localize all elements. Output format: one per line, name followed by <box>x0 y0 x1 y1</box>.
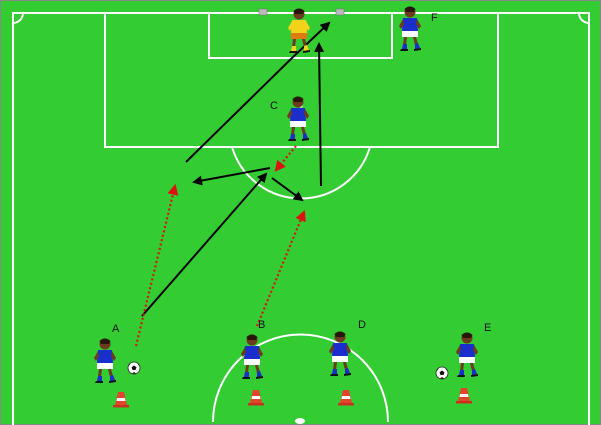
player-label-b: B <box>258 319 265 331</box>
shot-arrow-left <box>185 56 294 163</box>
pass-arrows <box>141 21 331 317</box>
pass-arrow-a-to-c <box>141 172 268 317</box>
pass-arrow-c-left <box>192 167 271 186</box>
player-label-e: E <box>484 322 491 334</box>
pass-arrow-c-right <box>271 177 304 202</box>
run-arrow-a <box>134 183 179 347</box>
run-arrows <box>134 145 306 347</box>
corner-arc-right <box>578 12 590 24</box>
ball-icon <box>435 366 449 380</box>
goal-post-right <box>335 8 345 16</box>
corner-arc-left <box>12 12 24 24</box>
player-label-a: A <box>112 323 120 335</box>
goal-post-left <box>258 8 268 16</box>
player-label-c: C <box>270 100 278 112</box>
player-label-d: D <box>358 319 366 331</box>
goalkeeper-icon <box>288 8 310 53</box>
center-circle-arc <box>212 333 389 423</box>
center-spot <box>295 418 305 424</box>
shot-arrow-to-goal-left <box>292 21 331 58</box>
player-label-f: F <box>431 12 438 24</box>
shot-arrow-vertical <box>314 42 325 187</box>
ball-icon <box>127 361 141 375</box>
run-arrow-c <box>274 145 297 172</box>
